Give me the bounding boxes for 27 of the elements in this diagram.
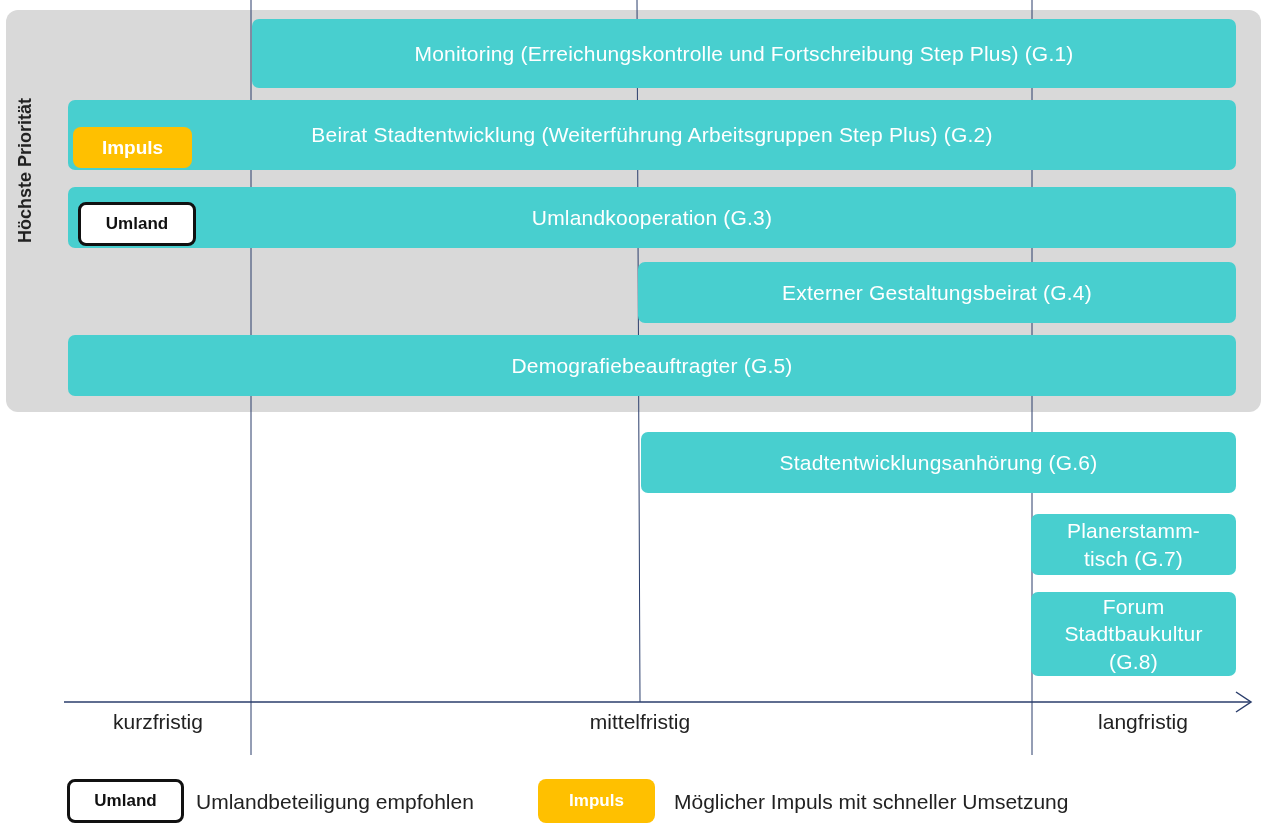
axis-label: mittelfristig (589, 710, 691, 734)
timeline-bar (252, 19, 1236, 88)
bar-label: Planerstamm-tisch (G.7) (1065, 518, 1202, 572)
timeline-bar (68, 335, 1236, 396)
timeline-bar (68, 187, 1236, 248)
axis-label: langfristig (1098, 710, 1188, 734)
timeline-bar (1031, 514, 1236, 575)
tag-badge: Impuls (73, 127, 192, 168)
tag-badge: Umland (78, 202, 196, 246)
axis-label: kurzfristig (113, 710, 203, 734)
timeline-bar (638, 262, 1236, 323)
legend-text: Umlandbeteiligung empfohlen (196, 790, 474, 814)
priority-band (6, 10, 1261, 412)
timeline-bar (68, 100, 1236, 170)
legend-text: Möglicher Impuls mit schneller Umsetzung (674, 790, 1069, 814)
timeline-bar (641, 432, 1236, 493)
legend-swatch: Umland (67, 779, 184, 823)
bar-label: Stadtentwicklungsanhörung (G.6) (779, 449, 1098, 476)
bar-label: Forum Stadtbaukultur (G.8) (1063, 594, 1204, 675)
legend-swatch: Impuls (538, 779, 655, 823)
bar-label: Externer Gestaltungsbeirat (G.4) (782, 279, 1092, 306)
timeline-bar (1031, 592, 1236, 676)
bar-label: Beirat Stadtentwicklung (Weiterführung Arbeitsgruppen Step Plus) (G.2) (311, 122, 993, 149)
bar-label: Umlandkooperation (G.3) (531, 204, 773, 231)
bar-label: Monitoring (Erreichungskontrolle und Fortschreibung Step Plus) (G.1) (414, 40, 1074, 67)
band-title: Höchste Priorität (14, 97, 36, 245)
bar-label: Demografiebeauftragter (G.5) (511, 352, 793, 379)
